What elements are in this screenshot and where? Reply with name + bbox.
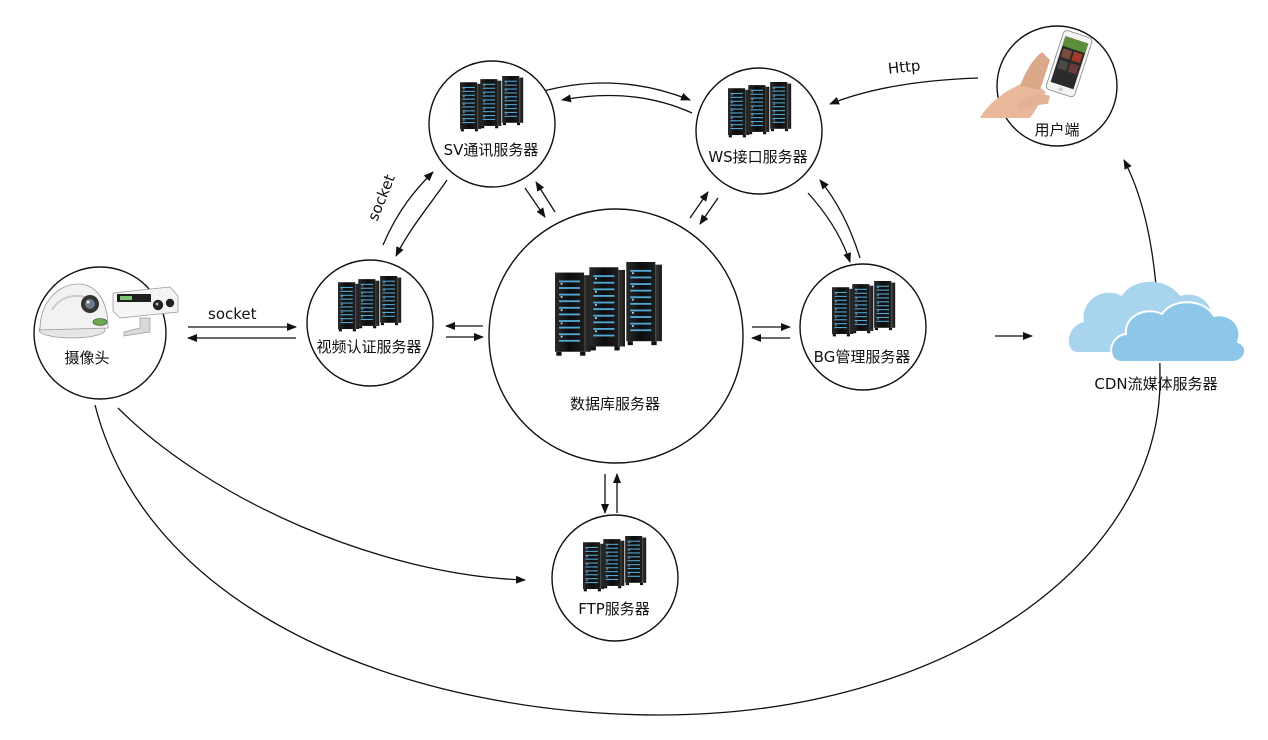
edge-client-ws (829, 77, 979, 105)
node-label-sv: SV通讯服务器 (444, 141, 539, 159)
node-label-client: 用户端 (1034, 121, 1079, 139)
edge-camera-ftp (117, 407, 526, 584)
edge-label-video-auth-sv: socket (364, 172, 399, 224)
node-camera[interactable]: 摄像头 (33, 266, 179, 400)
edge-bg-to-ws (819, 179, 861, 259)
edge-ws-to-bg (807, 192, 851, 263)
edge-label-client-ws: Http (887, 56, 921, 77)
node-cdn-server[interactable]: CDN流媒体服务器 (1068, 281, 1247, 393)
edge-db-to-sv (535, 181, 556, 213)
node-label-bg: BG管理服务器 (814, 348, 911, 366)
node-client[interactable]: 用户端 (980, 25, 1118, 147)
smartphone-icon (980, 30, 1093, 118)
camera-icon (38, 283, 179, 339)
node-ftp-server[interactable]: FTP服务器 (551, 514, 679, 642)
node-label-ftp: FTP服务器 (578, 600, 650, 618)
node-bg-server[interactable]: BG管理服务器 (799, 263, 927, 391)
cloud-icon (1068, 281, 1247, 363)
edge-sv-to-ws (539, 82, 691, 101)
node-label-ws: WS接口服务器 (708, 148, 807, 166)
node-ws-server[interactable]: WS接口服务器 (695, 67, 823, 195)
node-label-video-auth: 视频认证服务器 (316, 338, 421, 356)
node-label-camera: 摄像头 (64, 349, 109, 367)
edge-ws-to-sv (561, 94, 693, 114)
edge-video-auth-to-sv (382, 171, 434, 246)
node-label-cdn: CDN流媒体服务器 (1094, 375, 1217, 393)
edge-db-to-ws (689, 191, 709, 219)
node-label-database: 数据库服务器 (570, 395, 660, 413)
node-video-auth-server[interactable]: 视频认证服务器 (306, 259, 434, 387)
node-sv-server[interactable]: SV通讯服务器 (428, 60, 556, 188)
edge-sv-to-video-auth (395, 179, 448, 257)
edge-ws-to-db (699, 197, 719, 225)
edge-label-camera-video-auth: socket (208, 305, 257, 323)
edge-sv-to-db (524, 187, 546, 218)
node-database-server[interactable]: 数据库服务器 (488, 208, 744, 464)
